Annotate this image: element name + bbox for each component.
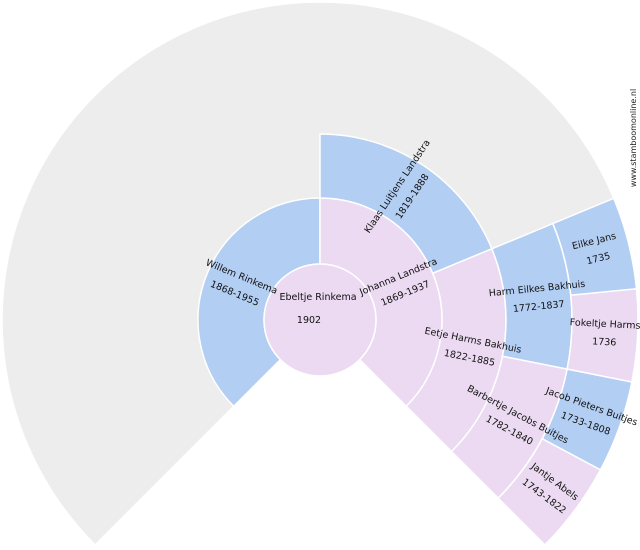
center-person-years: 1902 (297, 315, 321, 326)
ancestor-years-fokeltje: 1736 (592, 336, 617, 348)
center-person-circle[interactable] (263, 263, 377, 377)
watermark-text: www.stamboomonline.nl (629, 89, 638, 187)
ancestor-segment-fokeltje[interactable] (566, 288, 639, 383)
ancestor-name-fokeltje: Fokeltje Harms (570, 317, 640, 331)
ancestor-segment-jantje[interactable] (497, 437, 602, 546)
center-person-name: Ebeltje Rinkema (279, 292, 356, 303)
ancestor-years-harm: 1772-1837 (512, 299, 565, 315)
